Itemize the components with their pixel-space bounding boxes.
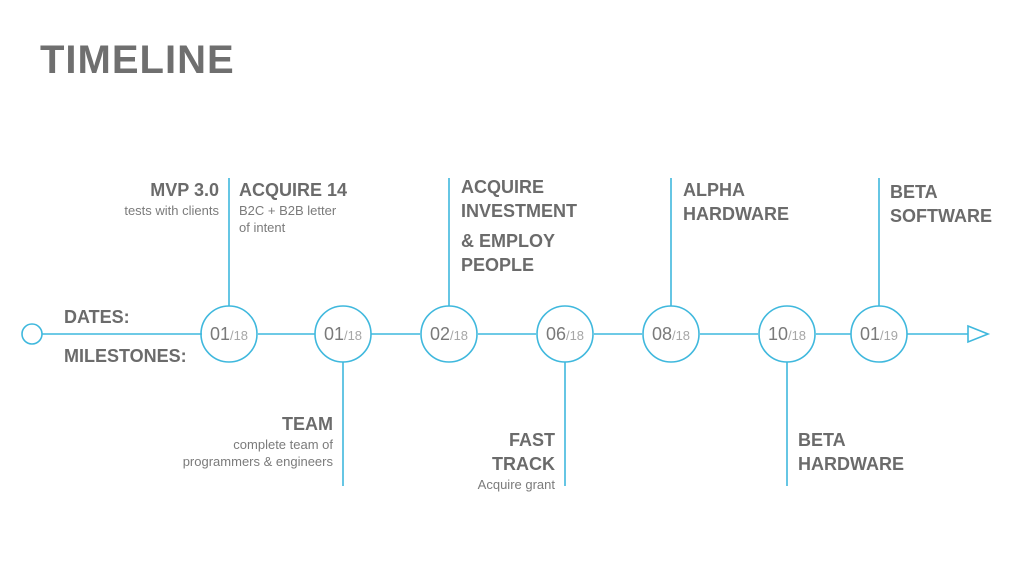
timeline-start-circle [21, 323, 43, 345]
milestone-title: HARDWARE [798, 454, 904, 474]
milestone-title: BETA [798, 430, 846, 450]
node-date: 01/18 [209, 324, 249, 344]
milestone-title: TRACK [492, 454, 555, 474]
milestone-title: INVESTMENT [461, 201, 578, 221]
node-date: 06/18 [545, 324, 585, 344]
milestone-subtitle: tests with clients [124, 203, 219, 218]
milestone-title: TEAM [282, 414, 333, 434]
milestone-title: ALPHA [683, 180, 745, 200]
milestone-title: & EMPLOY [461, 231, 556, 251]
milestone-title: SOFTWARE [890, 206, 992, 226]
timeline-arrow-icon [967, 324, 991, 344]
milestone-title: FAST [508, 430, 555, 450]
milestone-title: HARDWARE [683, 204, 789, 224]
milestone-subtitle: B2C + B2B letter [239, 203, 337, 218]
milestone-fasttrack: FAST TRACK Acquire grant [478, 428, 555, 493]
milestone-subtitle: of intent [239, 220, 286, 235]
milestone-alpha-hardware: ALPHA HARDWARE [683, 178, 789, 226]
milestone-title: ACQUIRE 14 [239, 180, 348, 200]
milestone-title: BETA [890, 182, 938, 202]
milestone-title: PEOPLE [461, 255, 535, 275]
milestones-label: MILESTONES: [64, 346, 187, 366]
milestone-subtitle: complete team of [233, 437, 333, 452]
milestone-subtitle: Acquire grant [477, 477, 555, 492]
node-date: 01/19 [859, 324, 899, 344]
node-date: 08/18 [651, 324, 691, 344]
milestone-title: MVP 3.0 [150, 180, 219, 200]
milestone-team: TEAM complete team of programmers & engi… [183, 412, 333, 470]
node-date: 10/18 [767, 324, 807, 344]
milestone-subtitle: programmers & engineers [182, 454, 333, 469]
milestone-acquire14: ACQUIRE 14 B2C + B2B letter of intent [239, 178, 347, 236]
node-date: 02/18 [429, 324, 469, 344]
milestone-beta-hardware: BETA HARDWARE [798, 428, 904, 476]
node-date: 01/18 [323, 324, 363, 344]
milestone-investment: ACQUIRE INVESTMENT & EMPLOY PEOPLE [461, 175, 577, 277]
dates-label: DATES: [64, 307, 130, 327]
page-title: TIMELINE [40, 38, 235, 82]
milestone-beta-software: BETA SOFTWARE [890, 180, 992, 228]
milestone-title: ACQUIRE [461, 177, 545, 197]
milestone-mvp: MVP 3.0 tests with clients [124, 178, 219, 219]
